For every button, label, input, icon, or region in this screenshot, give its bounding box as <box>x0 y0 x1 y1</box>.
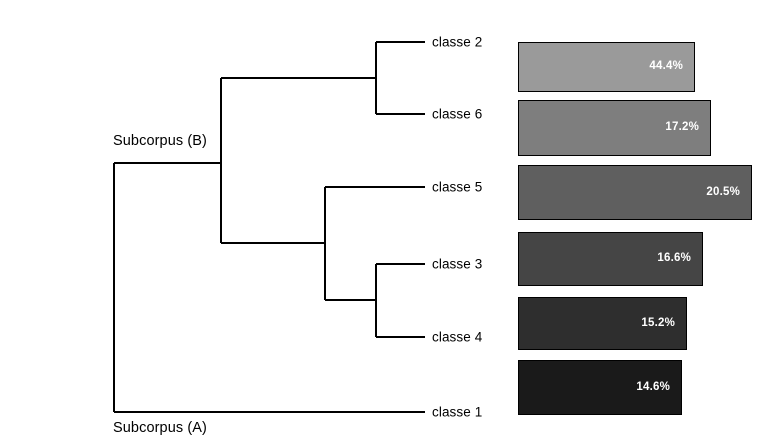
leaf-label-classe-5: classe 5 <box>432 179 483 195</box>
bar-classe-5: 20.5% <box>518 165 752 220</box>
bar-classe-2: 44.4% <box>518 42 695 92</box>
leaf-label-classe-3: classe 3 <box>432 256 483 272</box>
bar-value-classe-1: 14.6% <box>636 380 670 393</box>
bar-value-classe-6: 17.2% <box>665 121 699 134</box>
bar-value-classe-4: 15.2% <box>641 316 675 329</box>
leaf-label-classe-2: classe 2 <box>432 34 483 50</box>
subcorpus-b-label: Subcorpus (B) <box>113 133 207 149</box>
bar-classe-3: 16.6% <box>518 232 703 286</box>
bar-classe-4: 15.2% <box>518 297 687 350</box>
subcorpus-a-label: Subcorpus (A) <box>113 420 207 436</box>
leaf-label-classe-6: classe 6 <box>432 106 483 122</box>
leaf-label-classe-1: classe 1 <box>432 404 483 420</box>
bar-value-classe-3: 16.6% <box>657 252 691 265</box>
bar-value-classe-5: 20.5% <box>706 185 740 198</box>
leaf-label-classe-4: classe 4 <box>432 329 483 345</box>
bar-value-classe-2: 44.4% <box>649 60 683 73</box>
bar-classe-6: 17.2% <box>518 100 711 156</box>
bar-classe-1: 14.6% <box>518 360 682 415</box>
dendrogram-tree <box>113 41 425 413</box>
